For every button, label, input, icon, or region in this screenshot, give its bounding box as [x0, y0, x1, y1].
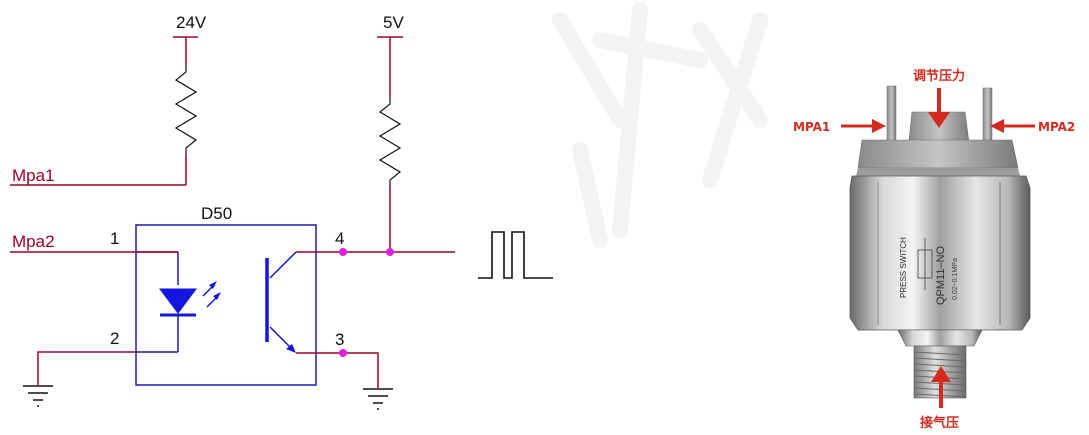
hex-body	[849, 175, 1031, 331]
phototransistor	[265, 251, 343, 354]
led-triangle	[159, 288, 197, 314]
body-text-model: QPM11–NO	[935, 245, 947, 305]
body-markings: PRESS SWITCH QPM11–NO 0.02~0.1MPa	[899, 237, 959, 305]
led	[136, 252, 221, 353]
pulse-waveform	[478, 231, 553, 279]
label-mpa1: MPA1	[793, 120, 830, 134]
pressure-switch-photo: PRESS SWITCH QPM11–NO 0.02~0.1MPa	[793, 68, 1075, 431]
body-text-range: 0.02~0.1MPa	[952, 258, 959, 300]
pin-1-label: 1	[110, 229, 119, 248]
net-mpa2-label: Mpa2	[12, 232, 55, 251]
label-adjust-pressure: 调节压力	[913, 68, 965, 84]
junction-dot-5v	[386, 248, 394, 256]
supply-5v: 5V	[377, 13, 404, 252]
schematic: 24V 5V Mpa1 Mpa2 D50	[10, 13, 553, 410]
pin-4-label: 4	[335, 229, 344, 248]
optocoupler-body	[135, 224, 317, 386]
junction-dot-pin4	[339, 248, 347, 256]
resistor-5v	[378, 98, 402, 186]
ground-symbol-left	[23, 385, 53, 407]
supply-24v-label: 24V	[176, 13, 207, 32]
component-designator: D50	[201, 204, 232, 223]
supply-5v-label: 5V	[383, 13, 404, 32]
pin-3-label: 3	[335, 330, 344, 349]
junction-dot-pin3	[339, 349, 347, 357]
annotation-arrows	[841, 88, 1035, 408]
net-mpa2: Mpa2	[10, 232, 178, 253]
resistor-24v	[174, 65, 198, 155]
label-air-inlet: 接气压	[920, 415, 959, 431]
label-mpa2: MPA2	[1038, 120, 1075, 134]
terminal-right	[982, 87, 993, 143]
supply-24v: 24V	[173, 13, 207, 185]
watermark	[552, 2, 768, 248]
ground-symbol-right	[363, 388, 393, 410]
net-mpa1-label: Mpa1	[12, 166, 55, 185]
terminal-left	[886, 85, 897, 143]
net-mpa1: Mpa1	[10, 166, 186, 186]
body-text-press-switch: PRESS SWITCH	[899, 237, 908, 298]
pin-2-label: 2	[110, 329, 119, 348]
